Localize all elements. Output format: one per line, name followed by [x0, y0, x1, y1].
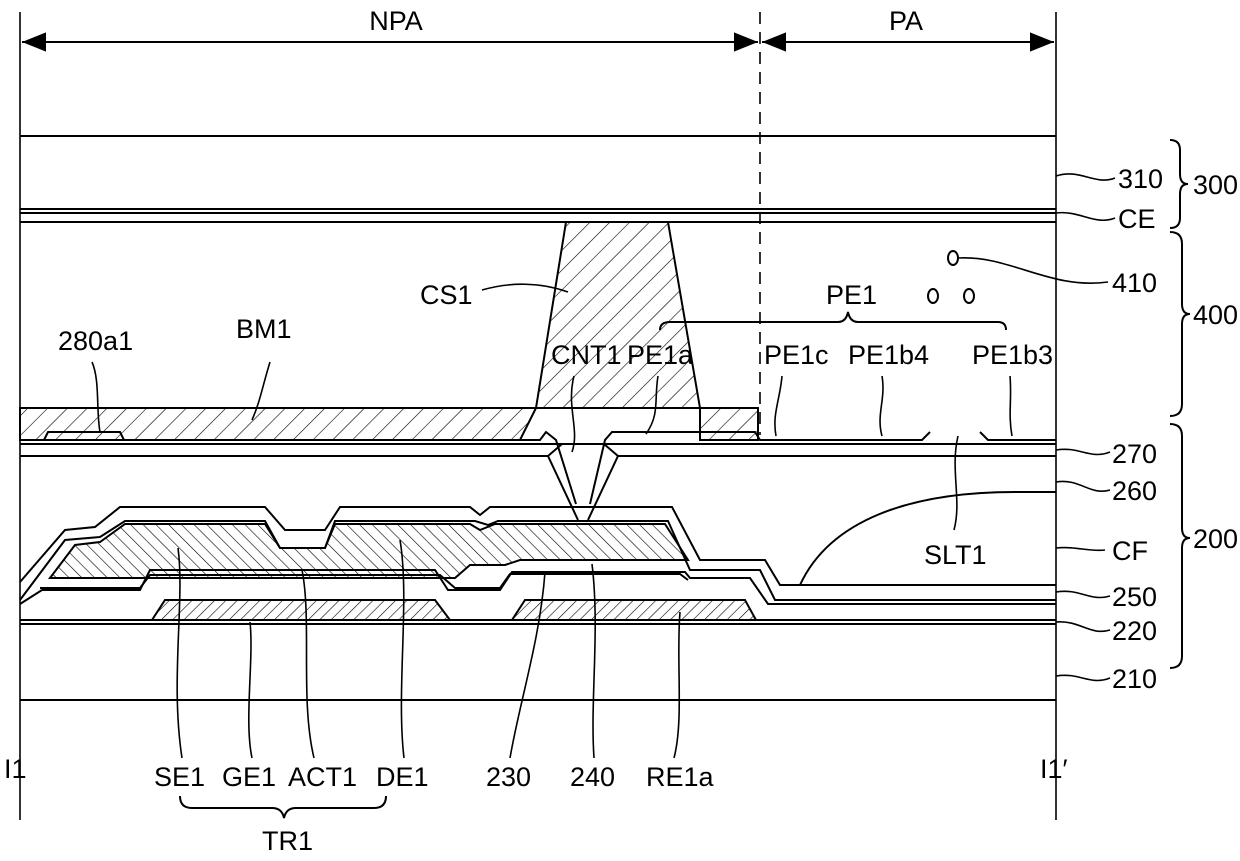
label-ge1: GE1	[222, 762, 276, 792]
label-cnt1: CNT1	[551, 340, 622, 370]
label-slt1: SLT1	[924, 540, 987, 570]
pixel-electrode-pe1	[20, 432, 1056, 504]
label-260: 260	[1112, 476, 1157, 506]
label-210: 210	[1112, 664, 1157, 694]
label-tr1: TR1	[262, 826, 313, 856]
gate-electrode-ge1	[152, 600, 450, 620]
label-cs1: CS1	[420, 280, 473, 310]
black-matrix-bm1	[20, 408, 758, 440]
upper-substrate	[20, 136, 1056, 222]
section-left-label: I1	[4, 754, 27, 784]
column-spacer-cs1	[536, 222, 700, 408]
label-re1a: RE1a	[646, 762, 715, 792]
label-ce: CE	[1118, 204, 1156, 234]
label-280a1: 280a1	[58, 326, 133, 356]
group-300-label: 300	[1193, 170, 1238, 200]
label-cf: CF	[1112, 536, 1148, 566]
layer-270	[20, 456, 1056, 520]
region-npa-label: NPA	[369, 6, 423, 36]
label-240: 240	[570, 762, 615, 792]
label-act1: ACT1	[288, 762, 357, 792]
label-se1: SE1	[154, 762, 205, 792]
label-pe1a: PE1a	[627, 340, 694, 370]
label-pe1: PE1	[826, 280, 877, 310]
label-230: 230	[486, 762, 531, 792]
electrode-re1a	[512, 600, 756, 620]
group-braces	[1170, 140, 1190, 668]
region-pa-label: PA	[889, 6, 923, 36]
color-filter-cf	[800, 492, 1015, 585]
label-310: 310	[1118, 164, 1163, 194]
group-400-label: 400	[1193, 300, 1238, 330]
label-220: 220	[1112, 616, 1157, 646]
label-270: 270	[1112, 439, 1157, 469]
label-pe1b3: PE1b3	[972, 340, 1053, 370]
label-bm1: BM1	[236, 314, 292, 344]
label-410: 410	[1112, 268, 1157, 298]
label-pe1c: PE1c	[764, 340, 829, 370]
label-pe1b4: PE1b4	[848, 340, 929, 370]
liquid-crystal-molecules	[928, 251, 974, 303]
label-de1: DE1	[376, 762, 429, 792]
label-250: 250	[1112, 582, 1157, 612]
group-200-label: 200	[1193, 524, 1238, 554]
section-right-label: I1′	[1040, 754, 1068, 784]
